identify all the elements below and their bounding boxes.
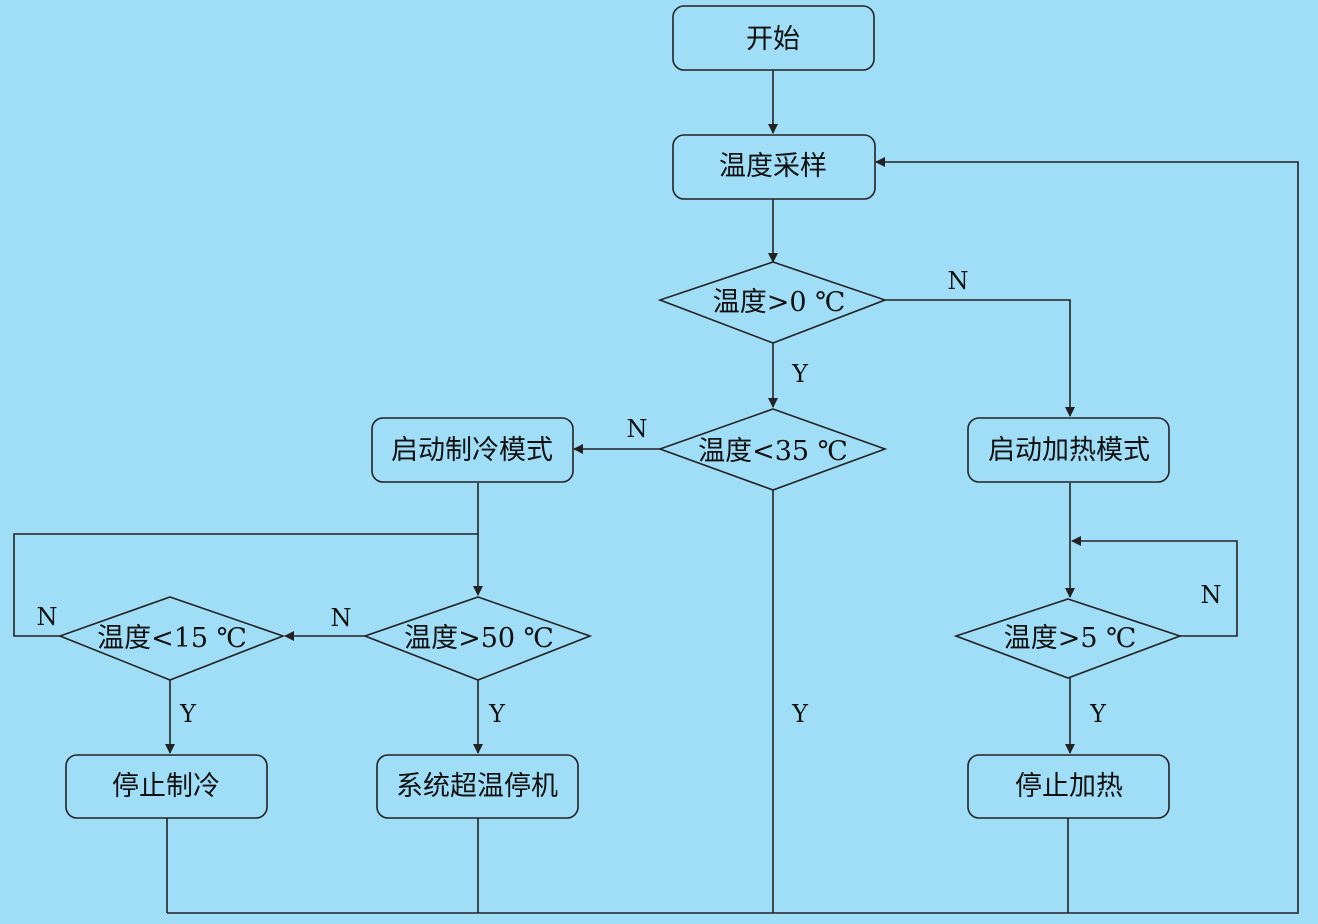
- node-cooling-mode: 启动制冷模式: [371, 417, 574, 483]
- edge-return-bus: [167, 157, 1299, 914]
- edge-lt15-no-loop: [13, 533, 478, 637]
- decision-gt50: 温度>50 ℃: [362, 596, 593, 681]
- decision-lt15: 温度<15 ℃: [57, 596, 286, 681]
- heating-mode-box: [967, 417, 1170, 483]
- edge-labels: N Y N Y N Y N Y N Y: [37, 267, 1222, 728]
- overheat-shutdown-label: 系统超温停机: [396, 771, 558, 802]
- edge-label-lt35-no: N: [627, 415, 648, 443]
- edge-label-lt15-yes: Y: [179, 700, 197, 728]
- edge-gt5-no-loop: [1071, 536, 1238, 637]
- stop-heating-box: [967, 754, 1170, 819]
- node-start: 开始: [672, 5, 875, 71]
- cooling-mode-box: [371, 417, 574, 483]
- edge-label-gt50-no: N: [331, 604, 352, 632]
- heating-mode-label: 启动加热模式: [988, 435, 1150, 466]
- decision-lt35-label: 温度<35 ℃: [698, 436, 848, 467]
- edge-label-gt0-yes: Y: [791, 360, 809, 388]
- decision-gt5-label: 温度>5 ℃: [1004, 623, 1137, 654]
- overheat-shutdown-box: [376, 754, 579, 819]
- decision-lt15-shape: [57, 596, 286, 681]
- edge-gt0-no-to-heating: [885, 299, 1075, 417]
- cooling-mode-label: 启动制冷模式: [391, 435, 553, 466]
- stop-cooling-box: [65, 754, 268, 819]
- edge-label-gt0-no: N: [948, 267, 969, 295]
- stop-heating-label: 停止加热: [1015, 771, 1123, 802]
- node-stop-heating: 停止加热: [967, 754, 1170, 819]
- decision-gt50-shape: [362, 596, 593, 681]
- edge-label-lt15-no: N: [37, 603, 58, 631]
- decision-lt35-shape: [657, 408, 888, 491]
- node-heating-mode: 启动加热模式: [967, 417, 1170, 483]
- sample-box: [672, 134, 876, 200]
- decision-gt0-label: 温度>0 ℃: [713, 287, 846, 318]
- edge-label-gt5-yes: Y: [1089, 700, 1107, 728]
- start-label: 开始: [746, 24, 800, 55]
- decision-gt50-label: 温度>50 ℃: [404, 623, 554, 654]
- edge-label-lt35-yes: Y: [791, 700, 809, 728]
- node-sample: 温度采样: [672, 134, 876, 200]
- decision-gt5-shape: [953, 598, 1183, 679]
- node-overheat-shutdown: 系统超温停机: [376, 754, 579, 819]
- decision-gt5: 温度>5 ℃: [953, 598, 1183, 679]
- decision-lt35: 温度<35 ℃: [657, 408, 888, 491]
- edge-label-gt5-no: N: [1201, 581, 1222, 609]
- decision-gt0-shape: [657, 261, 888, 344]
- decision-lt15-label: 温度<15 ℃: [97, 623, 247, 654]
- start-box: [672, 5, 875, 71]
- node-stop-cooling: 停止制冷: [65, 754, 268, 819]
- connectors: [13, 70, 1299, 914]
- sample-label: 温度采样: [719, 151, 827, 182]
- decision-gt0: 温度>0 ℃: [657, 261, 888, 344]
- edge-label-gt50-yes: Y: [488, 700, 506, 728]
- stop-cooling-label: 停止制冷: [112, 771, 220, 802]
